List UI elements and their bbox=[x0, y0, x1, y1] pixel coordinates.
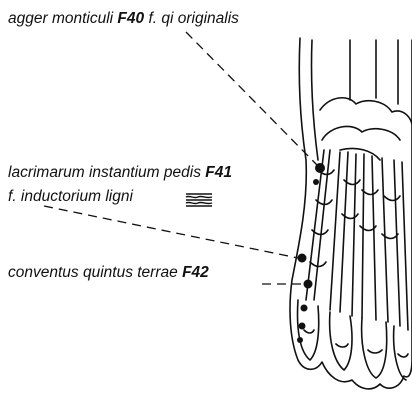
label-f40-code: F40 bbox=[117, 10, 144, 27]
label-f40-function: f. qi originalis bbox=[144, 10, 239, 27]
tarsal-bones bbox=[320, 98, 412, 160]
leader-line-f41 bbox=[44, 206, 298, 258]
lateral-contour bbox=[311, 40, 318, 160]
point-f40 bbox=[315, 163, 325, 173]
label-f41-function: f. inductorium ligni bbox=[8, 188, 133, 206]
point-f40-lower bbox=[313, 179, 319, 185]
wood-element-symbol-icon bbox=[184, 191, 214, 207]
label-f42-code: F42 bbox=[182, 264, 209, 281]
label-f41-name: lacrimarum instantium pedis bbox=[8, 164, 205, 181]
label-f40: agger monticuli F40 f. qi originalis bbox=[8, 10, 239, 28]
label-f41-code: F41 bbox=[205, 164, 232, 181]
metatarsal-shafts bbox=[306, 150, 408, 330]
label-f40-name: agger monticuli bbox=[8, 10, 117, 27]
point-f41 bbox=[298, 254, 307, 263]
dorsal-lines bbox=[350, 40, 398, 104]
label-f41: lacrimarum instantium pedis F41 bbox=[8, 164, 232, 182]
label-f42: conventus quintus terrae F42 bbox=[8, 264, 209, 282]
point-lower-3 bbox=[297, 337, 303, 343]
point-lower-2 bbox=[299, 323, 306, 330]
label-f42-name: conventus quintus terrae bbox=[8, 264, 182, 281]
point-f42 bbox=[304, 280, 313, 289]
toe-details bbox=[304, 330, 408, 357]
label-f41-function-text: f. inductorium ligni bbox=[8, 188, 133, 205]
leader-line-f40 bbox=[186, 32, 318, 166]
point-lower-1 bbox=[301, 305, 308, 312]
